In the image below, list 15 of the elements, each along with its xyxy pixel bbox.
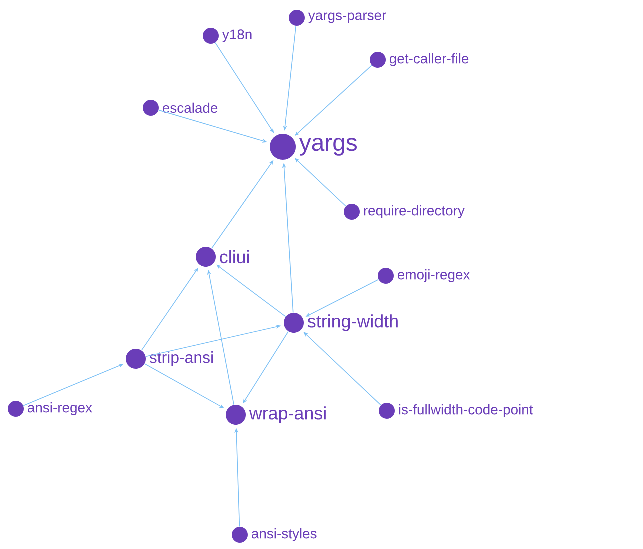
package-label: cliui: [220, 250, 250, 264]
arrow: [304, 332, 382, 406]
package-label: is-fullwidth-code-point: [399, 404, 534, 418]
package-label: require-directory: [364, 205, 465, 218]
package-label: ansi-styles: [252, 528, 317, 542]
package-label: wrap-ansi: [249, 406, 326, 424]
package-label: yargs-parser: [308, 12, 386, 24]
package-label: get-caller-file: [390, 53, 469, 66]
package-label: strip-ansi: [150, 352, 213, 366]
package-label: string-width: [308, 314, 398, 332]
package-label: yargs: [299, 138, 357, 156]
package-label: escalade: [163, 102, 218, 114]
package-label: ansi-regex: [28, 402, 92, 416]
package-label: emoji-regex: [398, 269, 470, 282]
package-label: y18n: [222, 30, 252, 42]
